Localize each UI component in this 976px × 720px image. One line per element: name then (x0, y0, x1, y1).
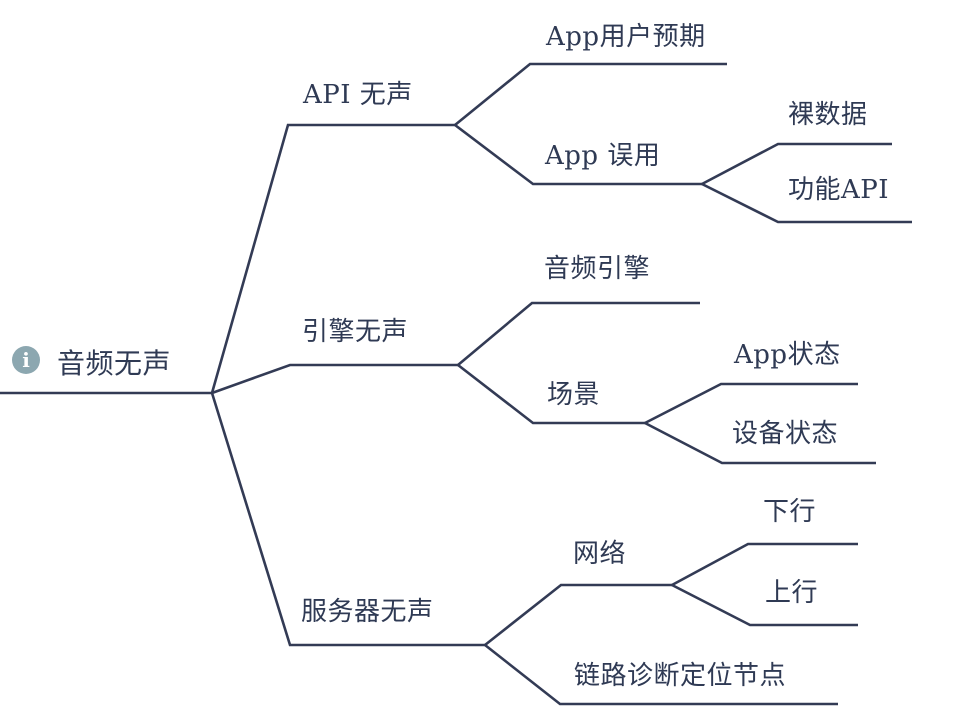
node-app-state[interactable]: App状态 (734, 340, 841, 370)
edge-root-to-api-silent (210, 123, 455, 394)
edge-root-to-server-silent (210, 392, 485, 647)
edge-network-to-downstream (671, 542, 858, 587)
node-function-api[interactable]: 功能API (788, 175, 890, 205)
node-upstream[interactable]: 上行 (765, 578, 819, 608)
edge-network-to-upstream (671, 583, 858, 627)
node-app-misuse[interactable]: App 误用 (545, 141, 661, 171)
edge-root-to-engine-silent (211, 363, 458, 395)
info-icon[interactable]: i (12, 346, 40, 374)
node-api-silent[interactable]: API 无声 (303, 80, 413, 110)
edge-api-to-app-expectation (454, 62, 727, 127)
node-scene[interactable]: 场景 (547, 380, 601, 410)
edge-engine-to-audio-engine (457, 301, 700, 366)
node-engine-silent[interactable]: 引擎无声 (302, 317, 409, 347)
node-downstream[interactable]: 下行 (763, 497, 817, 527)
edge-scene-to-device-state (644, 421, 876, 465)
node-audio-engine[interactable]: 音频引擎 (544, 254, 651, 284)
edge-misuse-to-function-api (701, 182, 912, 224)
node-audio-silent[interactable]: 音频无声 (57, 347, 172, 380)
node-device-state[interactable]: 设备状态 (732, 419, 839, 449)
node-network[interactable]: 网络 (573, 539, 627, 569)
edge-engine-to-scene (457, 363, 645, 425)
node-app-user-expectation[interactable]: App用户预期 (546, 22, 706, 52)
node-raw-data[interactable]: 裸数据 (788, 100, 868, 130)
edge-server-to-link-diagnosis (484, 643, 838, 706)
edge-server-to-network (484, 583, 672, 647)
edge-misuse-to-raw-data (701, 142, 892, 186)
edge-api-to-app-misuse (454, 123, 702, 186)
node-server-silent[interactable]: 服务器无声 (301, 597, 434, 627)
edge-scene-to-app-state (644, 382, 858, 425)
node-link-diagnosis[interactable]: 链路诊断定位节点 (574, 661, 787, 691)
